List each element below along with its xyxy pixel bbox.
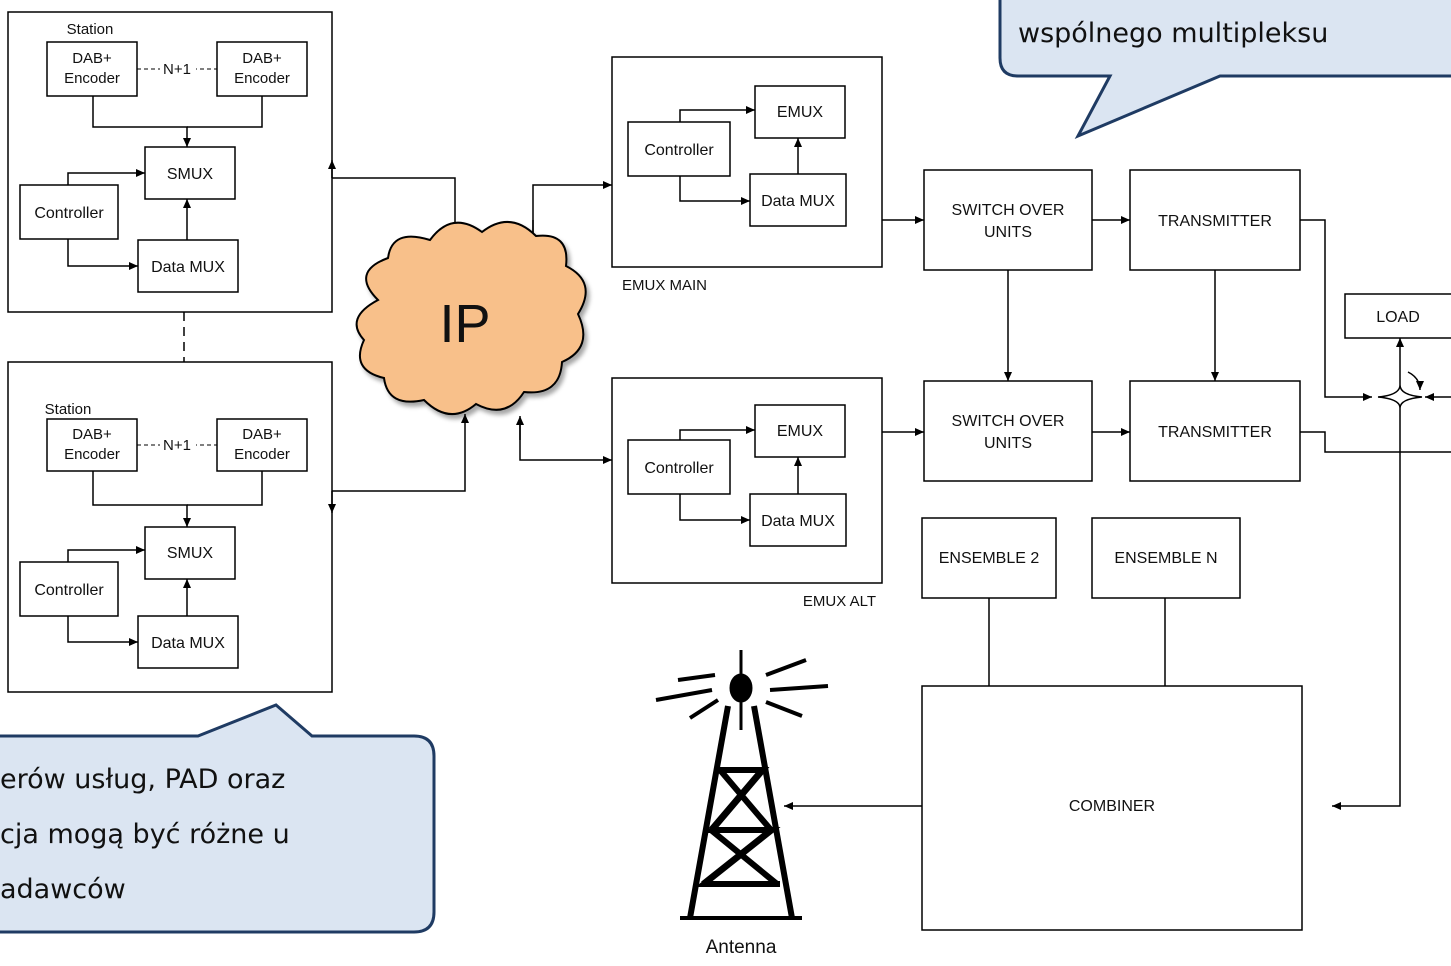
switch-over-1-line2: UNITS [984, 224, 1032, 241]
emux-main-box [611, 56, 883, 268]
switch-over-2-line2: UNITS [984, 435, 1032, 452]
station-1-encoder-right-line1: DAB+ [242, 50, 282, 67]
station-1-controller-label: Controller [34, 205, 104, 222]
station-2-box [7, 361, 333, 693]
emux-alt-controller [627, 439, 731, 495]
station-1-title: Station [67, 21, 114, 38]
station-2-controller-label: Controller [34, 582, 104, 599]
callout-bottom [0, 703, 436, 934]
callout-bottom-line1: erów usług, PAD oraz [0, 764, 285, 795]
station-2-encoder-right-line1: DAB+ [242, 426, 282, 443]
station-1-encoder-left-line2: Encoder [64, 70, 120, 87]
combiner-label: COMBINER [1069, 798, 1155, 815]
transmitter-1 [1129, 169, 1301, 271]
emux-alt-emux-label: EMUX [777, 423, 824, 440]
station-2-title: Station [45, 401, 92, 418]
emux-alt-box [611, 377, 883, 584]
callout-top-text: wspólnego multipleksu [1018, 18, 1328, 49]
switch-over-1 [923, 169, 1093, 271]
emux-main-caption: EMUX MAIN [622, 277, 707, 294]
switch-over-2-line1: SWITCH OVER [952, 413, 1065, 430]
ensemble-n-label: ENSEMBLE N [1114, 550, 1217, 567]
combiner-box [921, 685, 1303, 931]
station-1-encoder-right-line2: Encoder [234, 70, 290, 87]
station-2-controller [19, 561, 119, 617]
emux-alt-caption: EMUX ALT [803, 593, 876, 610]
emux-main-data-mux [749, 173, 847, 227]
switch-over-1-line1: SWITCH OVER [952, 202, 1065, 219]
station-2-smux-label: SMUX [167, 545, 214, 562]
emux-main-controller [627, 121, 731, 177]
emux-alt-data-mux-label: Data MUX [761, 513, 835, 530]
station-1-data-mux [137, 239, 239, 293]
callout-top [998, 0, 1451, 140]
ensemble-2-label: ENSEMBLE 2 [939, 550, 1040, 567]
emux-main-emux-label: EMUX [777, 104, 824, 121]
emux-alt-data-mux [749, 493, 847, 547]
station-1-encoder-right [216, 41, 308, 97]
emux-main-controller-label: Controller [644, 142, 714, 159]
antenna-icon [655, 650, 829, 920]
transmitter-1-label: TRANSMITTER [1158, 213, 1272, 230]
emux-main-emux [754, 85, 846, 139]
ensemble-n-box [1091, 517, 1241, 599]
emux-alt-emux [754, 404, 846, 458]
load-label: LOAD [1376, 309, 1420, 326]
station-2-encoder-right-line2: Encoder [234, 446, 290, 463]
station-1-encoder-left [46, 41, 138, 97]
ensemble-2-box [921, 517, 1057, 599]
station-2-n-plus-1: N+1 [163, 437, 191, 454]
callout-bottom-line2: cja mogą być różne u [0, 819, 290, 850]
switch-over-2 [923, 380, 1093, 482]
ip-cloud [355, 220, 587, 416]
ip-label: IP [439, 294, 490, 354]
transmitter-2-label: TRANSMITTER [1158, 424, 1272, 441]
station-2-smux [144, 526, 236, 580]
antenna-label: Antenna [706, 937, 777, 958]
station-1-data-mux-label: Data MUX [151, 259, 225, 276]
station-2-data-mux-label: Data MUX [151, 635, 225, 652]
station-1-smux-label: SMUX [167, 166, 214, 183]
station-2-encoder-left [46, 418, 138, 472]
station-2-encoder-left-line2: Encoder [64, 446, 120, 463]
station-1-n-plus-1: N+1 [163, 61, 191, 78]
emux-main-data-mux-label: Data MUX [761, 193, 835, 210]
callout-bottom-line3: adawców [0, 874, 126, 905]
station-2-encoder-left-line1: DAB+ [72, 426, 112, 443]
emux-alt-controller-label: Controller [644, 460, 714, 477]
station-1-controller [19, 184, 119, 240]
station-1-encoder-left-line1: DAB+ [72, 50, 112, 67]
